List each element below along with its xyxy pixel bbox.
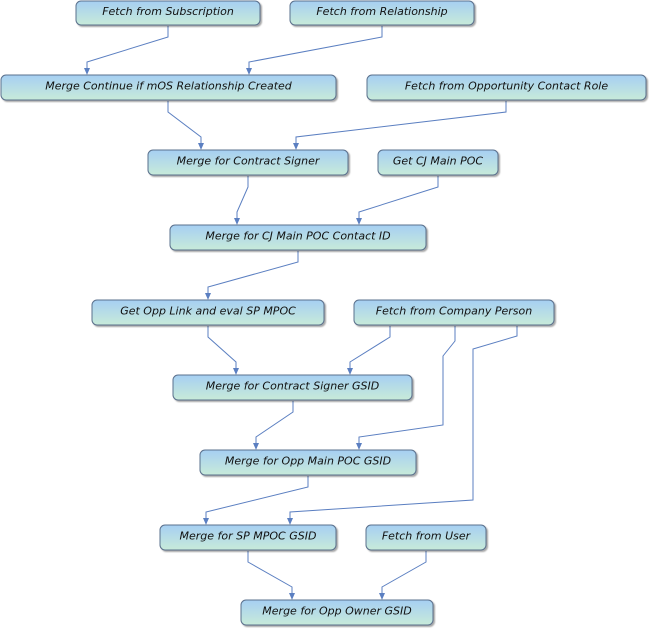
node-label: Fetch from Subscription [102,5,234,18]
node-fetch-opp-contact-role[interactable]: Fetch from Opportunity Contact Role [366,74,647,101]
node-box [289,0,475,26]
edge-merge-continue-mos-to-merge-contract-signer [167,101,205,150]
node-merge-cj-main-poc-contact-id[interactable]: Merge for CJ Main POC Contact ID [169,224,427,251]
node-fetch-company-person[interactable]: Fetch from Company Person [353,299,555,326]
edge-get-opp-link-sp-mpoc-to-merge-contract-signer-gsid [207,326,240,375]
node-label: Merge for Contract Signer GSID [206,380,379,393]
node-merge-opp-main-poc-gsid[interactable]: Merge for Opp Main POC GSID [199,449,417,476]
node-box [366,74,647,101]
node-box [353,299,555,326]
node-label: Merge for Opp Owner GSID [262,605,411,618]
node-label: Merge for Contract Signer [177,155,321,168]
edge-fetch-relationship-to-merge-continue-mos [245,26,383,75]
edge-merge-sp-mpoc-gsid-to-merge-opp-owner-gsid [247,551,296,600]
edges-layer [83,26,518,600]
edge-fetch-opp-contact-role-to-merge-contract-signer [292,101,507,150]
edge-get-cj-main-poc-to-merge-cj-main-poc-contact-id [355,176,439,225]
node-fetch-relationship[interactable]: Fetch from Relationship [289,0,475,26]
node-label: Merge for CJ Main POC Contact ID [205,230,390,243]
node-label: Merge for Opp Main POC GSID [225,455,391,468]
edge-fetch-company-person-to-merge-contract-signer-gsid [346,326,391,375]
edge-fetch-user-to-merge-opp-owner-gsid [378,551,427,600]
node-label: Get CJ Main POC [393,155,484,168]
node-label: Merge Continue if mOS Relationship Creat… [45,80,293,93]
node-box [240,599,434,626]
node-box [377,149,499,176]
node-box [147,149,349,176]
node-get-cj-main-poc[interactable]: Get CJ Main POC [377,149,499,176]
edge-merge-opp-main-poc-gsid-to-merge-sp-mpoc-gsid [202,476,309,525]
node-box [75,0,261,26]
edge-merge-contract-signer-gsid-to-merge-opp-main-poc-gsid [252,401,294,450]
node-box [172,374,413,401]
node-box [159,524,337,551]
node-get-opp-link-sp-mpoc[interactable]: Get Opp Link and eval SP MPOC [91,299,325,326]
node-label: Merge for SP MPOC GSID [180,530,317,543]
node-fetch-subscription[interactable]: Fetch from Subscription [75,0,261,26]
node-box [91,299,325,326]
node-box [169,224,427,251]
edge-fetch-subscription-to-merge-continue-mos [83,26,169,75]
node-merge-contract-signer[interactable]: Merge for Contract Signer [147,149,349,176]
node-box [365,524,487,551]
node-label: Get Opp Link and eval SP MPOC [120,305,296,318]
edge-fetch-company-person-to-merge-opp-main-poc-gsid [355,326,456,450]
node-merge-contract-signer-gsid[interactable]: Merge for Contract Signer GSID [172,374,413,401]
node-merge-sp-mpoc-gsid[interactable]: Merge for SP MPOC GSID [159,524,337,551]
node-label: Fetch from User [382,530,472,543]
edge-merge-contract-signer-to-merge-cj-main-poc-contact-id [233,176,249,225]
node-label: Fetch from Company Person [376,305,532,318]
node-box [0,74,337,101]
node-label: Fetch from Opportunity Contact Role [405,80,608,93]
edge-merge-cj-main-poc-contact-id-to-get-opp-link-sp-mpoc [204,251,299,300]
node-fetch-user[interactable]: Fetch from User [365,524,487,551]
node-merge-continue-mos[interactable]: Merge Continue if mOS Relationship Creat… [0,74,337,101]
node-merge-opp-owner-gsid[interactable]: Merge for Opp Owner GSID [240,599,434,626]
node-box [199,449,417,476]
node-label: Fetch from Relationship [316,5,447,18]
edge-fetch-company-person-to-merge-sp-mpoc-gsid [286,326,518,525]
